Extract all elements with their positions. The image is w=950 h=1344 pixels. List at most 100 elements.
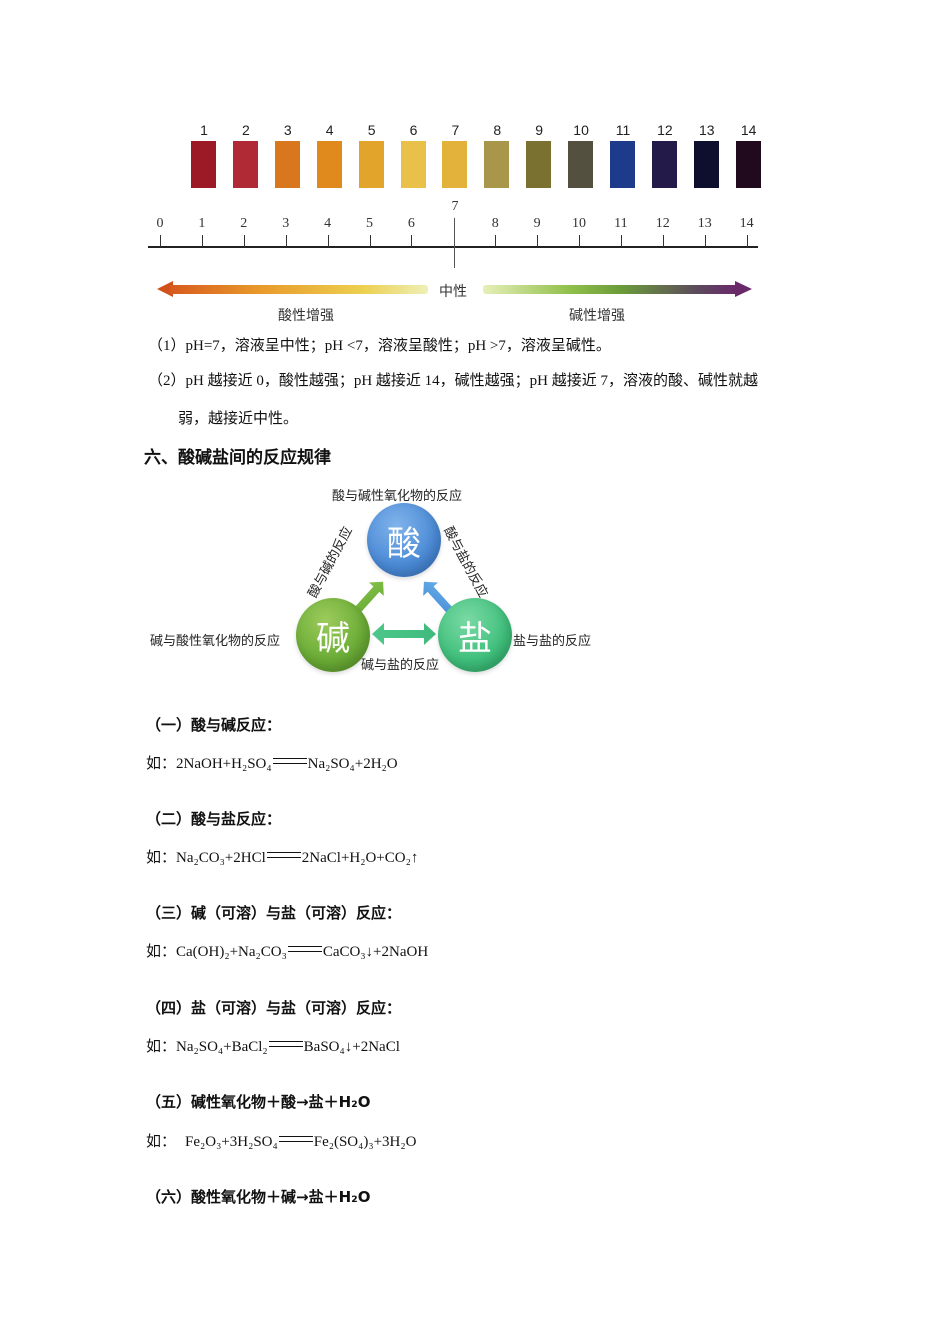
ph-strip-number: 10 <box>573 122 589 138</box>
equation-lhs: 2NaOH+H₂SO₄ <box>176 756 272 772</box>
ph-strip-number: 13 <box>699 122 715 138</box>
axis-tick-label: 12 <box>655 216 670 231</box>
ph-strip-number: 3 <box>283 122 292 138</box>
section-title: 六、酸碱盐间的反应规律 <box>144 448 331 468</box>
ph-color-swatch <box>274 141 300 188</box>
ph-strip-number: 2 <box>241 122 250 138</box>
acid-arrow-head-icon <box>157 281 173 297</box>
ph-strip-number: 1 <box>200 122 208 138</box>
ph-color-swatch <box>316 141 342 188</box>
equation-rhs: Fe₂(SO₄)₃+3H₂O <box>313 1134 417 1150</box>
reaction-equation: 如：Na₂SO₄+BaCl₂ BaSO₄↓+2NaCl <box>146 1035 400 1056</box>
reaction-title: （三）碱（可溶）与盐（可溶）反应： <box>146 904 402 922</box>
neutral-marker-line <box>454 218 455 268</box>
base-salt-label: 碱与盐的反应 <box>361 658 440 673</box>
axis-tick-label: 4 <box>324 216 332 231</box>
axis-tick <box>243 235 245 247</box>
axis-tick-label: 2 <box>240 216 248 231</box>
axis-tick <box>704 235 706 247</box>
equation-lhs: Fe₂O₃+3H₂SO₄ <box>185 1134 278 1150</box>
equals-sign <box>278 1136 313 1142</box>
equation-lhs: Na₂SO₄+BaCl₂ <box>176 1039 268 1055</box>
axis-tick-label: 3 <box>282 216 290 231</box>
equation-lhs: Ca(OH)₂+Na₂CO₃ <box>176 944 287 960</box>
note-line-1: （1）pH=7，溶液呈中性；pH <7，溶液呈酸性；pH >7，溶液呈碱性。 <box>148 338 611 354</box>
axis-tick <box>327 235 329 247</box>
base-increase-label: 碱性增强 <box>569 308 625 324</box>
equation-prefix: 如： <box>146 756 177 772</box>
reaction-title: （一）酸与碱反应： <box>146 716 282 734</box>
acid-node-label: 酸 <box>387 523 421 564</box>
ph-color-swatch <box>568 141 594 188</box>
reaction-title: （四）盐（可溶）与盐（可溶）反应： <box>146 999 402 1017</box>
ph-color-swatch <box>484 141 510 188</box>
axis-tick-label: 1 <box>198 216 206 231</box>
axis-tick-label: 10 <box>572 216 586 231</box>
axis-tick <box>620 235 622 247</box>
ph-strip-number: 8 <box>493 122 502 138</box>
equation-rhs: 2NaCl+H₂O+CO₂↑ <box>301 850 419 866</box>
axis-tick <box>537 235 539 247</box>
axis-tick <box>285 235 287 247</box>
equation-prefix: 如： <box>146 1134 177 1150</box>
base-node: 碱 <box>296 598 370 672</box>
equation-prefix: 如： <box>146 850 177 866</box>
equals-sign <box>268 1041 303 1047</box>
base-arrow-head-icon <box>735 281 752 297</box>
acid-increase-label: 酸性增强 <box>278 308 334 324</box>
note-line-2b: 弱，越接近中性。 <box>178 411 299 427</box>
ph-strip-number: 12 <box>657 122 673 138</box>
equation-rhs: BaSO₄↓+2NaCl <box>303 1039 400 1055</box>
ph-color-swatch <box>651 141 677 188</box>
ph-color-swatch <box>526 141 552 188</box>
axis-tick-label: 5 <box>366 216 373 231</box>
axis-tick-label: 6 <box>407 216 415 231</box>
ph-strip-number: 4 <box>325 122 334 138</box>
ph-color-swatch <box>610 141 635 188</box>
axis-tick <box>495 235 497 247</box>
ph-axis-line <box>148 246 758 248</box>
axis-tick-label: 0 <box>156 216 164 231</box>
ph-color-swatch <box>693 141 719 188</box>
axis-tick <box>411 235 413 247</box>
reaction-equation: 如： Fe₂O₃+3H₂SO₄ Fe₂(SO₄)₃+3H₂O <box>146 1130 416 1151</box>
note-line-2a: （2）pH 越接近 0，酸性越强；pH 越接近 14，碱性越强；pH 越接近 7… <box>148 373 759 389</box>
ph-color-swatch <box>735 141 761 188</box>
reaction-title: （六）酸性氧化物＋碱→盐＋H₂O <box>146 1188 371 1206</box>
ph-color-swatch <box>191 141 216 188</box>
equals-sign <box>272 758 307 764</box>
base-node-label: 碱 <box>316 618 350 659</box>
axis-tick-label: 14 <box>739 216 754 231</box>
acid-gradient-arrow <box>170 285 428 294</box>
equals-sign <box>287 946 322 952</box>
ph-strip-number: 9 <box>535 122 544 138</box>
base-gradient-arrow <box>483 285 735 294</box>
equation-rhs: Na₂SO₄+2H₂O <box>307 756 398 772</box>
axis-tick <box>201 235 203 247</box>
ph-strip-number: 5 <box>367 122 376 138</box>
axis-tick <box>160 235 161 247</box>
axis-tick <box>746 235 748 247</box>
axis-tick-label: 13 <box>697 216 712 231</box>
acid-basic-oxide-label: 酸与碱性氧化物的反应 <box>332 489 463 504</box>
reaction-title: （二）酸与盐反应： <box>146 810 282 828</box>
neutral-tick-label: 7 <box>451 199 459 214</box>
ph-strip-number: 7 <box>451 122 460 138</box>
axis-tick-label: 8 <box>491 216 499 231</box>
equation-prefix: 如： <box>146 1039 177 1055</box>
equals-sign <box>266 852 301 858</box>
axis-tick-label: 11 <box>614 216 628 231</box>
ph-color-swatch <box>400 141 426 188</box>
salt-node-label: 盐 <box>458 618 492 659</box>
axis-tick-label: 9 <box>533 216 541 231</box>
ph-color-swatch <box>442 141 468 188</box>
base-acidic-oxide-label: 碱与酸性氧化物的反应 <box>150 634 281 649</box>
neutral-label: 中性 <box>439 284 467 300</box>
equation-lhs: Na₂CO₃+2HCl <box>176 850 266 866</box>
ph-strip-number: 6 <box>409 122 418 138</box>
salt-node: 盐 <box>438 598 512 672</box>
axis-tick <box>579 235 580 247</box>
axis-tick <box>662 235 664 247</box>
reaction-title: （五）碱性氧化物＋酸→盐＋H₂O <box>146 1093 371 1111</box>
